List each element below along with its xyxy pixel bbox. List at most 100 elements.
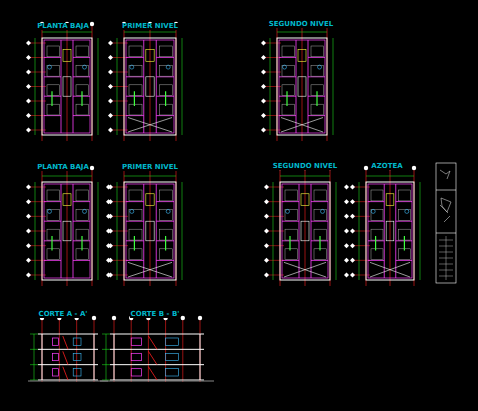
section-cut [28, 316, 108, 382]
cad-stroke [314, 190, 327, 201]
cad-stroke [146, 221, 154, 241]
grid-marker [264, 214, 269, 219]
grid-marker [344, 273, 349, 278]
drawing-title: PLANTA BAJA [36, 164, 90, 171]
cad-stroke [282, 260, 299, 261]
grid-marker [26, 128, 31, 133]
cad-stroke [318, 65, 322, 69]
cad-stroke [94, 320, 95, 382]
cad-stroke [311, 46, 324, 57]
cad-stroke [126, 57, 144, 58]
cad-stroke [399, 210, 411, 221]
cad-stroke [42, 334, 43, 380]
cad-stroke [270, 38, 271, 135]
cad-stroke [47, 190, 60, 201]
cad-stroke [280, 176, 330, 177]
cad-stroke [35, 38, 36, 135]
cad-stroke [395, 184, 396, 278]
cad-stroke [131, 338, 141, 345]
cad-stroke [42, 176, 92, 177]
cad-stroke [277, 32, 327, 33]
cad-stroke [311, 184, 312, 278]
grid-marker [344, 229, 349, 234]
cad-stroke [44, 40, 90, 133]
cad-stroke [281, 118, 323, 132]
cad-stroke [129, 46, 142, 57]
cad-stroke [129, 229, 142, 240]
cad-stroke [47, 104, 60, 115]
cad-stroke [156, 115, 174, 116]
cad-stroke [128, 262, 172, 277]
grid-marker [108, 185, 113, 190]
cad-stroke [126, 260, 144, 261]
cad-stroke [44, 201, 61, 202]
cad-stroke [277, 38, 327, 135]
cad-stroke [67, 26, 68, 141]
cad-stroke [143, 184, 144, 278]
drawing-title: SEGUNDO NIVEL [272, 163, 338, 170]
cad-stroke [44, 57, 61, 58]
cad-stroke [44, 184, 90, 278]
cad-stroke [182, 320, 183, 382]
cad-stroke [159, 190, 172, 201]
grid-marker [26, 243, 31, 248]
cad-stroke [166, 65, 170, 69]
cad-stroke [146, 50, 154, 62]
cad-stroke [126, 201, 144, 202]
grid-marker [412, 166, 416, 170]
cad-stroke [134, 91, 135, 106]
cad-stroke [124, 176, 176, 177]
cad-stroke [129, 190, 142, 201]
cad-stroke [73, 260, 90, 261]
cad-stroke [156, 221, 174, 222]
cad-stroke [405, 209, 409, 213]
cad-stroke [81, 236, 82, 251]
grid-marker [264, 243, 269, 248]
grid-marker [261, 128, 266, 133]
grid-marker [264, 273, 269, 278]
cad-stroke [44, 260, 61, 261]
cad-stroke [282, 184, 328, 278]
cad-stroke [150, 170, 151, 286]
grid-marker [26, 185, 31, 190]
cad-stroke [156, 184, 157, 278]
grid-marker [344, 185, 349, 190]
cad-stroke [166, 338, 179, 345]
grid-marker [261, 70, 266, 75]
cad-stroke [42, 32, 92, 33]
cad-stroke [124, 38, 176, 135]
cad-stroke [61, 40, 62, 133]
cad-stroke [83, 65, 87, 69]
floor-plan [261, 22, 333, 141]
grid-marker [261, 99, 266, 104]
grid-marker [108, 99, 113, 104]
grid-marker [350, 243, 355, 248]
floor-plan [26, 22, 98, 141]
cad-stroke [182, 38, 183, 135]
cad-stroke [279, 57, 296, 58]
cad-stroke [117, 38, 118, 135]
cad-stroke [73, 184, 74, 278]
cad-stroke [47, 210, 60, 221]
cad-stroke [148, 320, 149, 382]
grid-marker [26, 55, 31, 60]
grid-marker [350, 214, 355, 219]
cad-stroke [279, 115, 296, 116]
cad-stroke [94, 334, 95, 380]
cad-stroke [42, 182, 92, 280]
cad-stroke [359, 182, 360, 280]
cad-stroke [159, 46, 172, 57]
cad-stroke [83, 209, 87, 213]
cad-stroke [47, 65, 60, 76]
cad-stroke [73, 57, 90, 58]
cad-stroke [131, 369, 141, 376]
cad-stroke [279, 40, 325, 133]
cad-stroke [42, 38, 92, 135]
cad-stroke [286, 209, 290, 213]
cad-stroke [63, 367, 68, 380]
grid-marker [90, 166, 94, 170]
cad-stroke [396, 260, 412, 261]
cad-stroke [73, 40, 74, 133]
cad-stroke [285, 210, 298, 221]
cad-stroke [44, 76, 61, 77]
